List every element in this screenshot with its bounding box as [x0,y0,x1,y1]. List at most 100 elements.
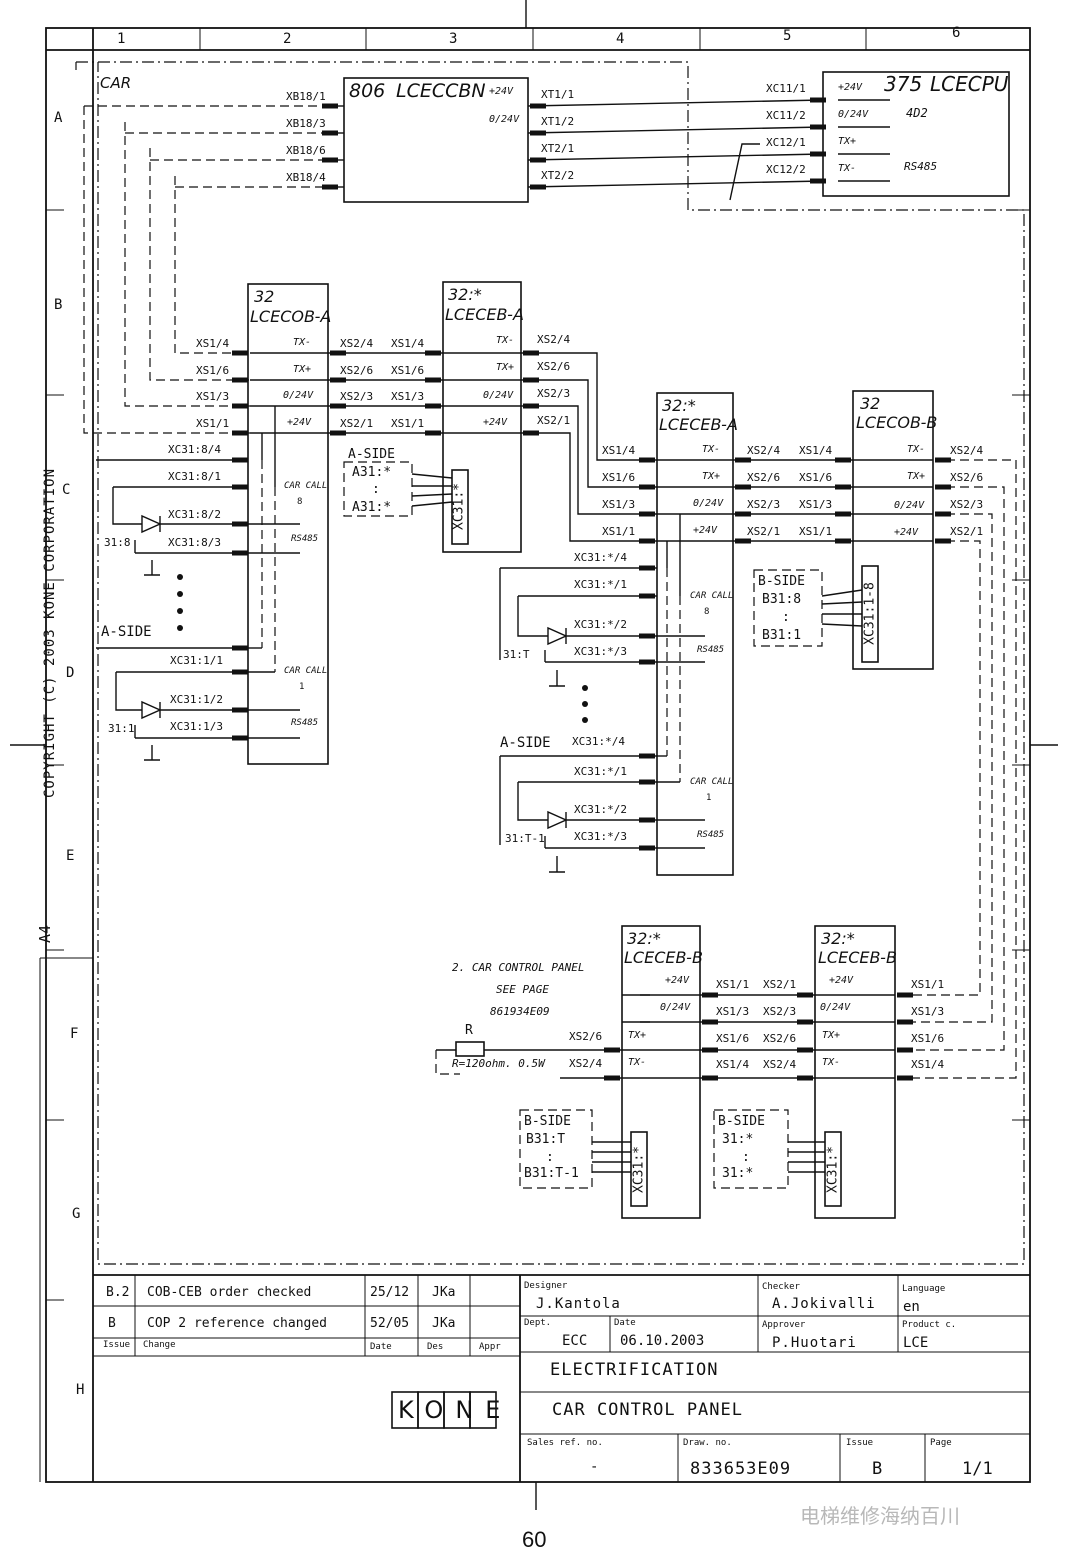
board-806-number: 806 [349,80,386,102]
cob-a-sig-2: TX+ [293,364,312,375]
board-lcecob-b [852,390,934,670]
tb-language-label: Language [902,1284,946,1294]
connector-pin [530,103,546,109]
cob-a-pin-1: XS1/4 [196,337,230,350]
cob-a-xc-1: XC31:8/4 [168,443,221,456]
ceb-a2-name: LCECEB-A [659,415,738,434]
ceb-a2-sig-3: 0/24V [693,498,724,509]
ceb-a2-call-top: CAR CALL [690,591,734,601]
tb-date-label: Date [614,1318,636,1328]
rev-2-issue: B [108,1316,116,1331]
cob-b-side-a: B31:8 [762,592,802,607]
tb-checker: A.Jokivalli [772,1296,876,1312]
connector-pin [735,457,751,463]
cob-a-xc-4: XC31:8/3 [168,536,221,549]
ceb-b2-lpin-4: XS2/4 [763,1058,797,1071]
ceb-b2-sig-1: +24V [829,975,854,986]
connector-pin [935,538,951,544]
grid-row-g: G [72,1206,81,1222]
connector-pin [330,350,346,356]
page-number: 60 [522,1527,547,1552]
cob-b-sig-4: +24V [894,527,919,538]
grid-col-5: 5 [783,28,792,44]
connector-pin [639,511,655,517]
tb-approver: P.Huotari [772,1335,857,1351]
cob-b-rpin-1: XS2/4 [950,444,984,457]
connector-pin [797,1019,813,1025]
ceb-a2-rpin-4: XS2/1 [747,525,781,538]
connector-pin [330,430,346,436]
ceb-b2-side-a: 31:* [722,1132,754,1147]
ceb-b1-rpin-3: XS1/6 [716,1032,750,1045]
resistor-value: R=120ohm. 0.5W [452,1057,545,1070]
connector-pin [935,511,951,517]
ceb-a2-side: A-SIDE [500,735,551,751]
ceb-a1-side-title: A-SIDE [348,447,395,462]
connector-pin [639,565,655,571]
ceb-b1-side-dots: : [546,1150,554,1165]
connector-pin [702,1075,718,1081]
sig-375-24v: +24V [838,82,863,93]
ceb-a2-xc-3: XC31:*/2 [574,618,627,631]
cob-a-rpin-2: XS2/6 [340,364,374,377]
cob-a-xc-2: XC31:8/1 [168,470,221,483]
grid-row-a: A [54,110,63,126]
rev-2-des: JKa [432,1316,456,1331]
rev-head-change: Change [143,1340,176,1350]
ceb-b2-sig-3: TX+ [822,1030,841,1041]
cob-b-sig-1: TX- [907,444,926,455]
board-lceceb-a-2 [656,392,734,876]
rev-head-appr: Appr [479,1342,501,1352]
cob-b-side-b: B31:1 [762,628,802,643]
ceb-a1-rpin-2: XS2/6 [537,360,571,373]
ceb-b1-number: 32:* [627,929,661,948]
connector-pin [232,645,248,651]
connector-pin [232,550,248,556]
cob-a-btn-top: 31:8 [104,536,131,549]
connector-pin [835,457,851,463]
tb-draw-label: Draw. no. [683,1438,732,1448]
watermark: 电梯维修海纳百川 [800,1504,960,1528]
grid-col-6: 6 [952,25,961,41]
ceb-a2-call-bottom-n: 1 [706,793,712,803]
connector-pin [935,457,951,463]
connector-pin [322,130,338,136]
ceb-b1-lpin-1: XS2/6 [569,1030,603,1043]
tb-language: en [903,1299,920,1315]
ceb-a1-rpin-1: XS2/4 [537,333,571,346]
connector-pin [232,707,248,713]
connector-pin [810,97,826,103]
connector-pin [639,659,655,665]
ceb-a2-xcb-2: XC31:*/1 [574,765,627,778]
cob-a-rpin-4: XS2/1 [340,417,374,430]
connector-pin [523,350,539,356]
grid-row-e: E [66,848,75,864]
cob-b-number: 32 [860,394,881,413]
note-line-2: SEE PAGE [496,983,549,996]
connector-pin [935,484,951,490]
connector-pin [639,817,655,823]
connector-pin [797,1075,813,1081]
ceb-a2-call-bottom: CAR CALL [690,777,734,787]
rev-1-issue: B.2 [106,1285,130,1300]
ceb-b2-lpin-2: XS2/3 [763,1005,797,1018]
board-806-lceccbn [343,77,529,203]
connector-pin [639,593,655,599]
ceb-a2-rpin-1: XS2/4 [747,444,781,457]
cob-a-rs485-top: RS485 [291,534,319,544]
ceb-a2-sig-2: TX+ [702,471,721,482]
tb-sales-label: Sales ref. no. [527,1438,603,1448]
tb-page-label: Page [930,1438,952,1448]
connector-pin [232,377,248,383]
ceb-a1-pin-4: XS1/1 [391,417,425,430]
board-375-lcecpu [822,71,1010,197]
ceb-b1-side-a: B31:T [526,1132,566,1147]
cob-a-call-bottom-n: 1 [299,682,305,692]
sig-375-0v: 0/24V [838,109,869,120]
connector-pin [835,538,851,544]
connector-pin [604,1075,620,1081]
tb-page: 1/1 [962,1459,993,1479]
connector-pin [232,735,248,741]
ceb-a1-sig-1: TX- [496,335,515,346]
connector-pin [639,457,655,463]
